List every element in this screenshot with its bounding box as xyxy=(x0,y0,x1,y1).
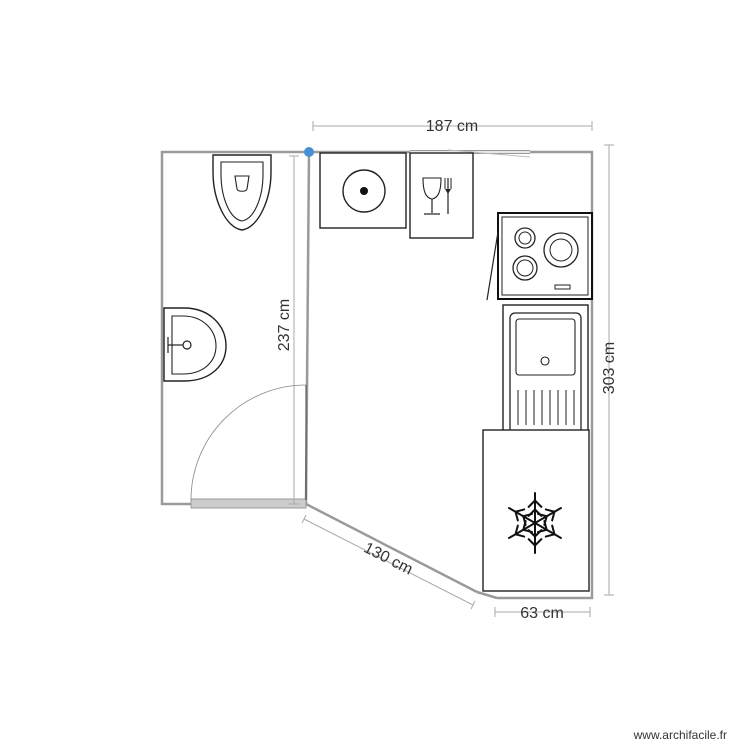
dim-label-top: 187 cm xyxy=(426,118,478,135)
sink-icon xyxy=(502,304,589,450)
diagonal-wall xyxy=(305,502,478,594)
dishwasher-icon xyxy=(409,152,474,239)
diagonal-wall-end xyxy=(476,590,498,600)
cooktop-hood-line xyxy=(486,231,499,301)
door-swing-icon xyxy=(190,384,307,501)
wc-wall xyxy=(160,150,309,506)
window-opening xyxy=(447,149,531,158)
corner-marker xyxy=(304,147,314,157)
dimension-lines xyxy=(289,121,614,617)
dim-line-diagonal xyxy=(303,518,474,606)
watermark: www.archifacile.fr xyxy=(633,728,727,742)
snowflake-icon xyxy=(508,492,562,554)
fridge-icon xyxy=(482,429,590,592)
dim-label-bottom: 63 cm xyxy=(520,605,564,622)
dim-label-wc: 237 cm xyxy=(276,299,293,351)
door-arc xyxy=(190,384,307,501)
cooktop-icon xyxy=(486,212,593,301)
washing-machine-icon xyxy=(319,152,407,229)
dim-label-right: 303 cm xyxy=(601,342,618,394)
washbasin-icon xyxy=(163,307,227,382)
toilet-icon xyxy=(212,154,272,231)
door-threshold xyxy=(190,498,307,509)
